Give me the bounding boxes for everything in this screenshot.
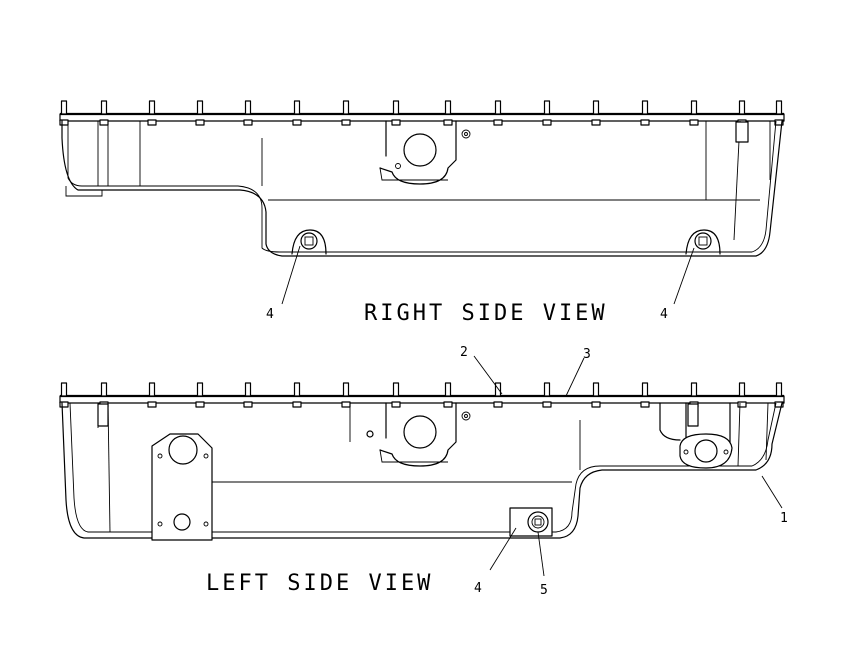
- flange-bolt: [292, 382, 302, 408]
- left-view-leader-1: [761, 475, 783, 509]
- right-view-center-boss: [379, 120, 471, 185]
- left-view-callout-1: 1: [780, 511, 788, 526]
- right-view-title: RIGHT SIDE VIEW: [364, 301, 608, 326]
- flange-bolt: [341, 100, 351, 126]
- flange-bolt: [147, 382, 157, 408]
- left-side-view: 2 3 1 4 5 LEFT SIDE VIEW: [59, 345, 788, 598]
- flange-bolt: [59, 100, 69, 126]
- left-view-oil-port-flange: [659, 402, 733, 469]
- left-view-title: LEFT SIDE VIEW: [206, 571, 433, 596]
- flange-bolt: [99, 100, 109, 126]
- right-side-view: 4 4 RIGHT SIDE VIEW: [59, 100, 785, 326]
- flange-bolt: [243, 382, 253, 408]
- left-view-leader-3: [565, 357, 585, 397]
- left-view-drain-plug: [509, 507, 553, 537]
- flange-bolt: [443, 100, 453, 126]
- flange-bolt: [774, 100, 784, 126]
- flange-bolt: [689, 100, 699, 126]
- left-view-callout-2: 2: [460, 345, 468, 360]
- right-view-bolts: [59, 100, 784, 126]
- left-view-center-boss: [349, 402, 471, 467]
- flange-bolt: [591, 382, 601, 408]
- right-view-leader-4b: [673, 247, 695, 305]
- left-view-leader-5: [537, 531, 545, 577]
- flange-bolt: [542, 100, 552, 126]
- left-view-mounting-plate: [151, 433, 213, 541]
- flange-bolt: [443, 382, 453, 408]
- flange-bolt: [195, 100, 205, 126]
- left-view-leader-4: [489, 527, 517, 571]
- flange-bolt: [774, 382, 784, 408]
- flange-bolt: [493, 382, 503, 408]
- flange-bolt: [493, 100, 503, 126]
- right-view-callout-4a: 4: [266, 307, 274, 322]
- flange-bolt: [640, 382, 650, 408]
- flange-bolt: [391, 100, 401, 126]
- left-view-bolts: [59, 382, 784, 408]
- right-view-drain-plug-right: [685, 229, 721, 255]
- right-view-drain-plug-left: [291, 229, 327, 255]
- left-view-flange: [59, 394, 785, 404]
- right-view-flange: [59, 112, 785, 122]
- flange-bolt: [292, 100, 302, 126]
- flange-bolt: [737, 382, 747, 408]
- flange-bolt: [243, 100, 253, 126]
- flange-bolt: [195, 382, 205, 408]
- left-view-callout-3: 3: [583, 347, 591, 362]
- flange-bolt: [542, 382, 552, 408]
- flange-bolt: [591, 100, 601, 126]
- left-view-leader-2: [473, 355, 503, 395]
- flange-bolt: [147, 100, 157, 126]
- flange-bolt: [59, 382, 69, 408]
- flange-bolt: [391, 382, 401, 408]
- flange-bolt: [640, 100, 650, 126]
- left-view-callout-4: 4: [474, 581, 482, 596]
- right-view-pan-body: [61, 120, 783, 257]
- flange-bolt: [341, 382, 351, 408]
- right-view-leader-4a: [281, 245, 301, 305]
- left-view-pan-body: [61, 402, 783, 539]
- left-view-callout-5: 5: [540, 583, 548, 598]
- right-view-callout-4b: 4: [660, 307, 668, 322]
